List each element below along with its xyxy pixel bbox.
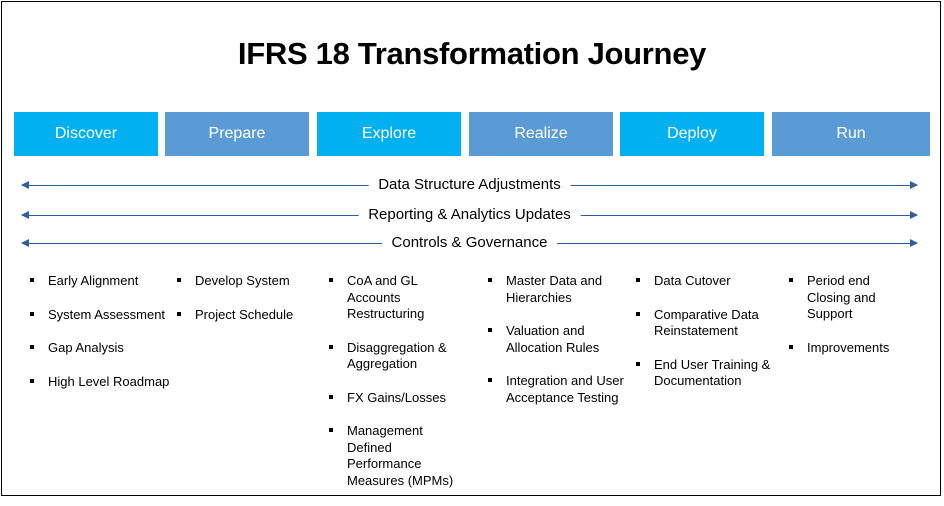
phase-label: Discover (54, 125, 118, 142)
activity-item: FX Gains/Losses (325, 390, 460, 407)
arrow-left-icon (21, 211, 29, 219)
workstream-data-structure: Data Structure Adjustments (21, 174, 918, 196)
phase-explore: Explore (317, 112, 461, 156)
workstream-controls: Controls & Governance (21, 232, 918, 254)
activities-prepare: Develop System Project Schedule (173, 273, 313, 340)
arrow-left-icon (21, 239, 29, 247)
bullet-icon (636, 278, 640, 282)
activity-item: Management Defined Performance Measures … (325, 423, 457, 489)
activity-item: Gap Analysis (26, 340, 174, 357)
activity-item: Early Alignment (26, 273, 174, 290)
phase-label: Realize (514, 125, 568, 142)
phase-label: Prepare (208, 125, 266, 142)
bullet-icon (30, 278, 34, 282)
bullet-icon (329, 394, 333, 399)
activity-text: Develop System (195, 273, 290, 288)
activity-item: Disaggregation & Aggregation (325, 340, 460, 373)
workstream-reporting: Reporting & Analytics Updates (21, 204, 918, 226)
diagram-title: IFRS 18 Transformation Journey (237, 36, 707, 71)
bullet-icon (636, 311, 640, 316)
bullet-icon (636, 361, 640, 366)
activity-item: System Assessment (26, 307, 174, 324)
activity-text: Project Schedule (195, 306, 294, 322)
activities-discover: Early Alignment System Assessment Gap An… (26, 273, 174, 407)
phase-label: Explore (361, 125, 417, 142)
arrow-right-icon (910, 239, 918, 247)
arrow-right-icon (910, 211, 918, 219)
bullet-icon (177, 311, 181, 316)
activity-item: Data Cutover (632, 273, 772, 290)
bullet-icon (30, 311, 34, 316)
activity-item: Improvements (785, 340, 915, 357)
phase-prepare: Prepare (165, 112, 309, 156)
workstream-label: Data Structure Adjustments (368, 175, 571, 195)
diagram-frame (1, 1, 941, 496)
activities-run: Period end Closing and Support Improveme… (785, 273, 915, 373)
activity-item: Project Schedule (173, 307, 313, 324)
activity-text: Integration and User Acceptance Testing (506, 373, 624, 405)
workstream-arrows: Data Structure Adjustments Reporting & A… (21, 172, 918, 262)
activity-item: Develop System (173, 273, 313, 290)
bullet-icon (329, 428, 333, 432)
phase-discover: Discover (14, 112, 158, 156)
activities-explore: CoA and GL Accounts Restructuring Disagg… (325, 273, 460, 506)
arrow-left-icon (21, 181, 29, 189)
arrow-right-icon (910, 181, 918, 189)
activity-item: High Level Roadmap (26, 374, 174, 391)
activity-item: Integration and User Acceptance Testing (484, 373, 624, 406)
activity-item: End User Training & Documentation (632, 357, 772, 390)
phase-label: Deploy (667, 125, 717, 142)
activity-text: Data Cutover (654, 273, 731, 288)
activity-text: Management Defined Performance Measures … (347, 423, 454, 488)
phase-label: Run (836, 125, 866, 142)
activity-item: Comparative Data Reinstatement (632, 307, 772, 340)
activity-text: System Assessment (48, 306, 166, 322)
activity-text: Comparative Data Reinstatement (654, 306, 759, 339)
activity-item: Valuation and Allocation Rules (484, 323, 624, 356)
activity-text: Early Alignment (48, 273, 139, 288)
activity-text: Period end Closing and Support (807, 273, 876, 321)
workstream-label: Controls & Governance (381, 233, 558, 253)
bullet-icon (488, 278, 492, 282)
bullet-icon (30, 378, 34, 383)
activities-realize: Master Data and Hierarchies Valuation an… (484, 273, 624, 423)
bullet-icon (488, 378, 492, 382)
bullet-icon (488, 328, 492, 332)
activity-text: CoA and GL Accounts Restructuring (347, 273, 425, 321)
activity-text: Disaggregation & Aggregation (347, 339, 447, 372)
bullet-icon (789, 278, 793, 282)
phase-run: Run (772, 112, 930, 156)
activity-item: CoA and GL Accounts Restructuring (325, 273, 460, 323)
activity-text: FX Gains/Losses (347, 389, 446, 405)
workstream-label: Reporting & Analytics Updates (358, 205, 581, 225)
activity-item: Period end Closing and Support (785, 273, 915, 323)
activities-deploy: Data Cutover Comparative Data Reinstatem… (632, 273, 772, 407)
activity-item: Master Data and Hierarchies (484, 273, 624, 306)
bullet-icon (30, 345, 34, 349)
activity-text: Improvements (807, 339, 890, 355)
phase-deploy: Deploy (620, 112, 764, 156)
phase-realize: Realize (469, 112, 613, 156)
bullet-icon (177, 278, 181, 282)
phase-bar: Discover Prepare Explore Realize Deploy … (14, 112, 930, 156)
activity-text: Master Data and Hierarchies (506, 273, 603, 305)
activity-text: High Level Roadmap (48, 373, 170, 389)
bullet-icon (329, 278, 333, 282)
activity-text: End User Training & Documentation (654, 356, 771, 389)
activity-text: Gap Analysis (48, 340, 124, 355)
bullet-icon (329, 344, 333, 349)
activity-text: Valuation and Allocation Rules (506, 323, 600, 355)
bullet-icon (789, 344, 793, 349)
